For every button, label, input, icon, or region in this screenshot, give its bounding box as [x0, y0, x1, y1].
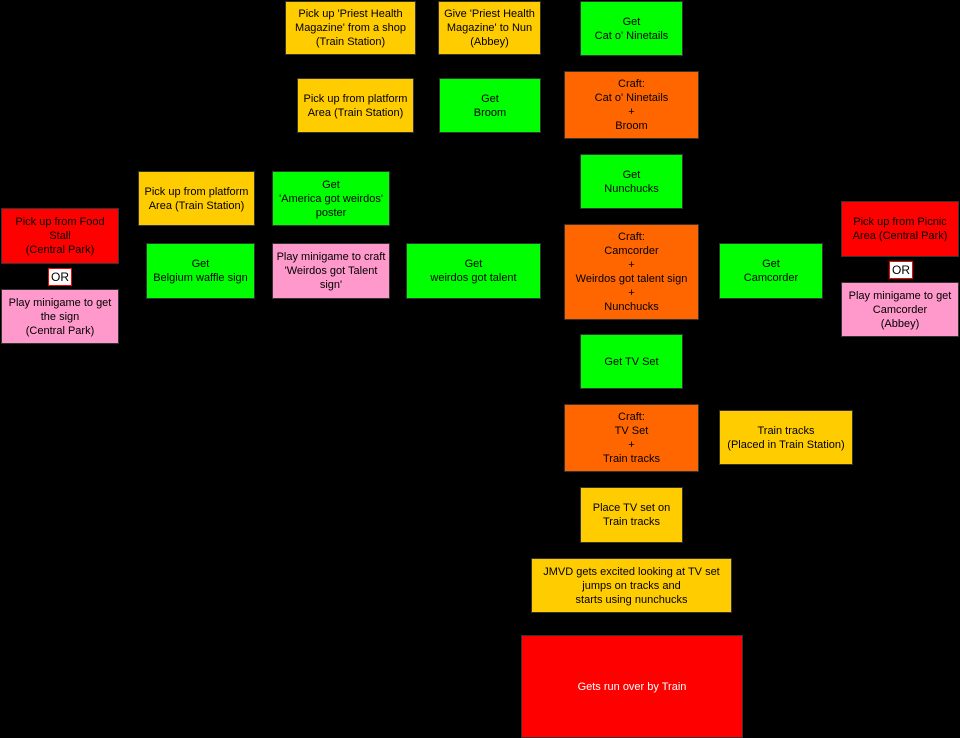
node-pickup-picnic: Pick up from Picnic Area (Central Park) — [841, 201, 959, 257]
node-craft-camcorder: Craft: Camcorder + Weirdos got talent si… — [564, 224, 699, 320]
node-pickup-broom: Pick up from platform Area (Train Statio… — [297, 78, 414, 133]
node-place-tv-set: Place TV set on Train tracks — [580, 487, 683, 543]
node-get-weirdos-got-talent: Get weirdos got talent — [406, 243, 541, 299]
bracket-left — [119, 235, 134, 316]
node-pickup-poster: Pick up from platform Area (Train Statio… — [138, 171, 255, 226]
node-minigame-sign: Play minigame to get the sign (Central P… — [1, 289, 119, 344]
node-craft-cat-broom: Craft: Cat o' Ninetails + Broom — [564, 71, 699, 139]
node-minigame-camcorder: Play minigame to get Camcorder (Abbey) — [841, 282, 959, 337]
node-minigame-craft-sign: Play minigame to craft 'Weirdos got Tale… — [272, 243, 390, 299]
node-pickup-food-stall: Pick up from Food Stall (Central Park) — [1, 208, 119, 264]
node-craft-tv-tracks: Craft: TV Set + Train tracks — [564, 404, 699, 472]
node-get-camcorder: Get Camcorder — [719, 243, 823, 299]
node-get-nunchucks: Get Nunchucks — [580, 154, 683, 209]
node-train-tracks: Train tracks (Placed in Train Station) — [719, 410, 853, 465]
node-get-poster: Get 'America got weirdos' poster — [272, 171, 390, 226]
node-get-cat-o-ninetails: Get Cat o' Ninetails — [580, 1, 683, 56]
bracket-right — [825, 228, 841, 310]
node-run-over-by-train: Gets run over by Train — [521, 635, 743, 738]
node-give-magazine: Give 'Priest Health Magazine' to Nun (Ab… — [438, 1, 541, 55]
node-get-tv-set: Get TV Set — [580, 334, 683, 389]
or-label-right: OR — [889, 261, 913, 279]
or-label-left: OR — [48, 268, 72, 286]
node-get-broom: Get Broom — [439, 78, 541, 133]
node-pickup-magazine: Pick up 'Priest Health Magazine' from a … — [285, 1, 416, 55]
node-jmvd-excited: JMVD gets excited looking at TV set jump… — [531, 558, 732, 613]
node-get-belgium-waffle-sign: Get Belgium waffle sign — [146, 243, 255, 299]
